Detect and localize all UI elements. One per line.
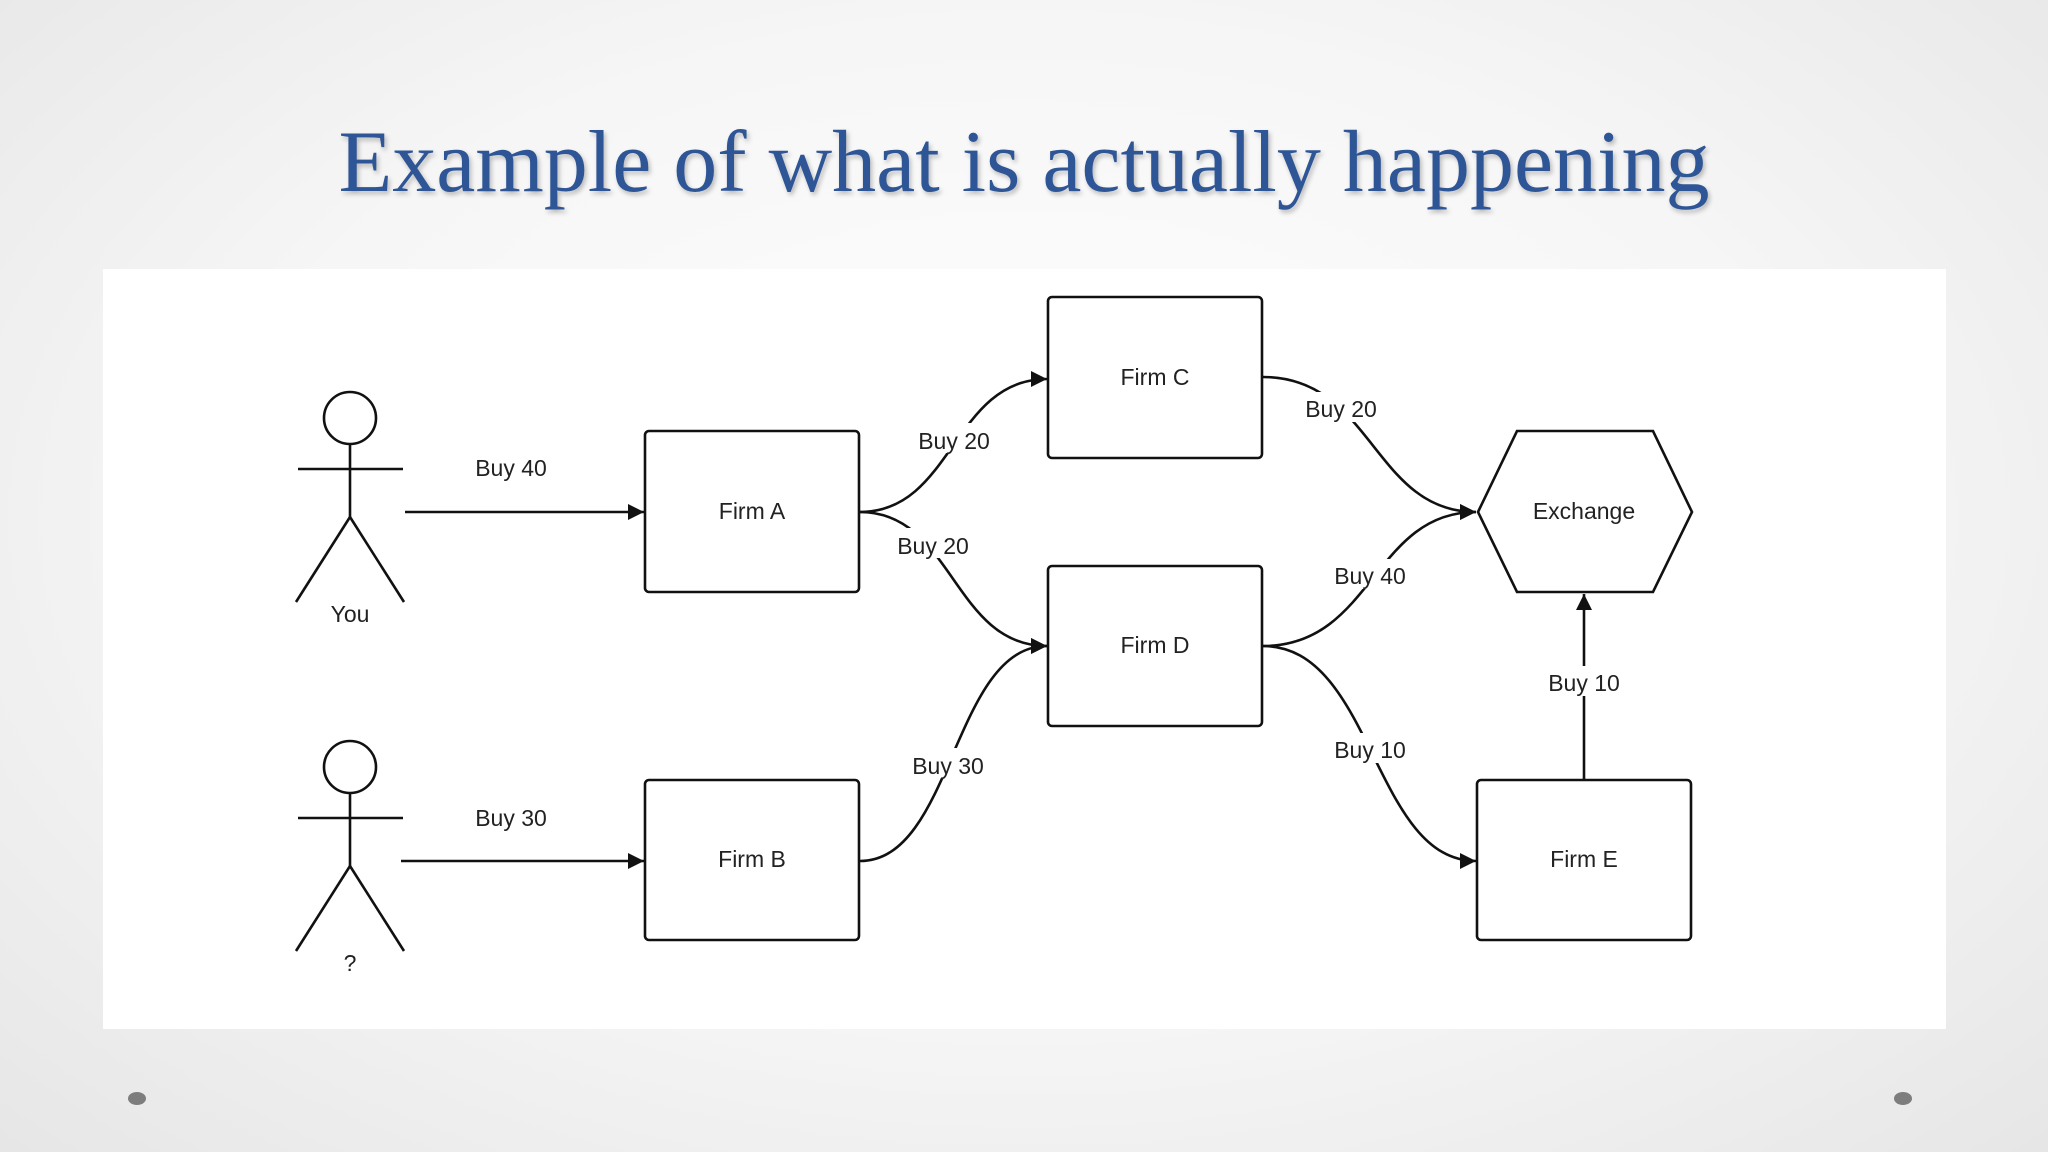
actor-label-unknown: ? xyxy=(344,950,357,976)
edge-firm-a-firm-d: Buy 20 xyxy=(859,510,1048,654)
node-label-firm-d: Firm D xyxy=(1121,632,1190,658)
node-label-firm-c: Firm C xyxy=(1121,364,1190,390)
edge-label: Buy 30 xyxy=(475,805,547,831)
edge-firm-b-firm-d: Buy 30 xyxy=(859,638,1048,863)
edge-you-firm-a: Buy 40 xyxy=(405,455,644,520)
node-firm-c: Firm C xyxy=(1046,295,1264,460)
edge-firm-d-exchange: Buy 40 xyxy=(1262,504,1477,648)
edge-firm-a-firm-c: Buy 20 xyxy=(859,371,1048,514)
edge-firm-c-exchange: Buy 20 xyxy=(1262,375,1477,520)
edge-label: Buy 10 xyxy=(1548,670,1620,696)
edge-label: Buy 20 xyxy=(1305,396,1377,422)
slide-nav-dot-right[interactable] xyxy=(1894,1092,1912,1105)
node-firm-a: Firm A xyxy=(643,429,861,594)
edge-firm-d-firm-e: Buy 10 xyxy=(1262,644,1477,869)
slide-nav-dot-left[interactable] xyxy=(128,1092,146,1105)
node-label-exchange: Exchange xyxy=(1533,498,1635,524)
actor-you: You xyxy=(294,390,406,627)
edge-label: Buy 20 xyxy=(918,428,990,454)
flow-diagram: You ? Firm A Firm B Firm C Firm D xyxy=(103,269,1946,1029)
node-label-firm-b: Firm B xyxy=(718,846,786,872)
slide-title: Example of what is actually happening xyxy=(338,114,1710,211)
edge-label: Buy 10 xyxy=(1334,737,1406,763)
actor-label-you: You xyxy=(331,601,370,627)
node-firm-d: Firm D xyxy=(1046,564,1264,728)
edge-label: Buy 30 xyxy=(912,753,984,779)
node-label-firm-e: Firm E xyxy=(1550,846,1618,872)
edge-label: Buy 40 xyxy=(475,455,547,481)
node-label-firm-a: Firm A xyxy=(719,498,786,524)
node-firm-b: Firm B xyxy=(643,778,861,942)
edge-firm-e-exchange: Buy 10 xyxy=(1540,594,1628,779)
node-exchange: Exchange xyxy=(1476,429,1694,594)
edge-label: Buy 40 xyxy=(1334,563,1406,589)
node-firm-e: Firm E xyxy=(1475,778,1693,942)
edge-label: Buy 20 xyxy=(897,533,969,559)
actor-unknown: ? xyxy=(294,739,406,976)
edge-unknown-firm-b: Buy 30 xyxy=(401,805,644,869)
